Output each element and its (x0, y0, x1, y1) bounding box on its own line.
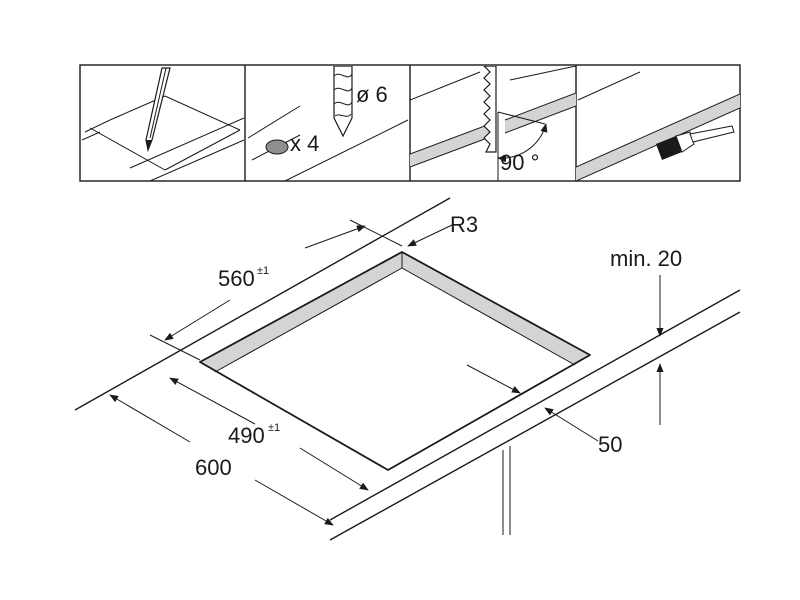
dim-560-arrow (164, 299, 231, 341)
extension-line (349, 219, 403, 247)
step-mark-panel (81, 67, 245, 181)
jigsaw-blade-icon (483, 66, 497, 153)
dim-560-tolerance: ±1 (257, 265, 269, 277)
angle-label: 90 ° (500, 150, 539, 175)
hole-count-label: x 4 (290, 131, 319, 156)
step-saw-panel: 90 ° (410, 66, 576, 181)
dim-600-arrow (109, 394, 191, 443)
brush-icon (656, 125, 735, 160)
cutout-drawing: 560 ±1 R3 490 ±1 600 50 min. 20 (74, 197, 741, 541)
worktop-back-edge (74, 197, 451, 411)
dim-600-arrow (254, 479, 334, 526)
dim-50-arrow (466, 364, 521, 394)
dim-490-arrow (169, 377, 256, 425)
radius-leader (407, 224, 453, 247)
step-seal-panel (576, 71, 740, 181)
worktop-front-bottom-edge (329, 311, 741, 541)
thickness-label: min. 20 (610, 246, 682, 271)
dim-560-arrow (304, 225, 366, 249)
drill-bit-icon (333, 66, 353, 138)
drill-diameter-label: ø 6 (356, 82, 388, 107)
extension-line (149, 334, 201, 361)
cut-face-left (200, 252, 402, 372)
drill-hole-icon (265, 139, 289, 155)
radius-label: R3 (450, 212, 478, 237)
cut-face-right (402, 252, 590, 365)
dim-490-arrow (299, 447, 369, 491)
cutout-outline (199, 251, 591, 471)
dim-560-label: 560 (218, 266, 255, 291)
dim-490-label: 490 (228, 423, 265, 448)
dim-50-arrow (544, 407, 599, 442)
pencil-icon (145, 67, 171, 153)
dim-490-tolerance: ±1 (268, 422, 280, 434)
worktop-front-top-edge (329, 289, 741, 521)
dim-600-label: 600 (195, 455, 232, 480)
dim-50-label: 50 (598, 432, 622, 457)
step-drill-panel: x 4 ø 6 (247, 66, 409, 181)
step-strip: x 4 ø 6 90 ° (79, 64, 741, 182)
